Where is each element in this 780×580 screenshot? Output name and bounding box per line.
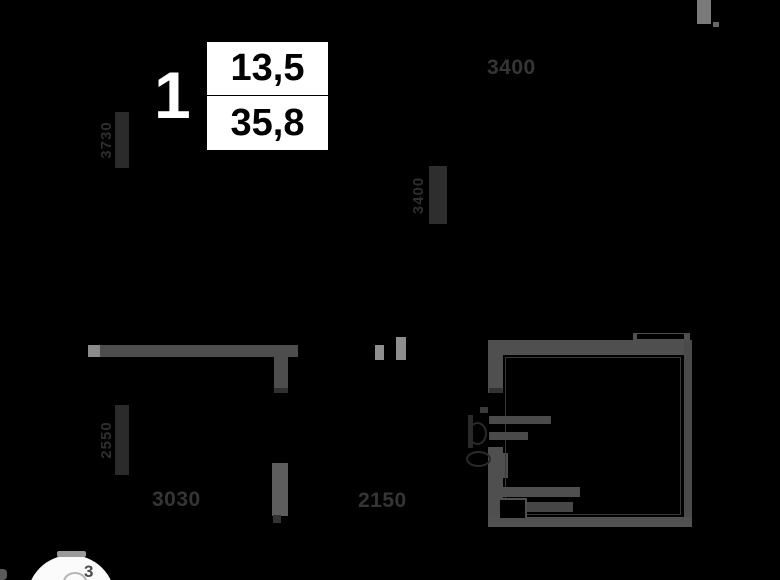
wall-cap-left (88, 345, 100, 357)
room-vent-slit (637, 334, 684, 339)
window-strip-middle (429, 166, 447, 224)
area-living-value: 13,5 (230, 47, 305, 89)
window-strip-left-bottom (115, 405, 129, 475)
room-wall-left-upper (488, 340, 503, 393)
area-total-box: 35,8 (207, 96, 328, 150)
wall-vertical-lower (272, 463, 288, 516)
corner-wall-dot (713, 22, 719, 27)
dimension-top: 3400 (487, 56, 536, 79)
fixture-shelf-bottom (500, 487, 580, 497)
wall-horizontal-left (88, 345, 298, 357)
door-jamb-left (375, 345, 384, 360)
room-wall-left-upper-cap (489, 388, 503, 393)
dimension-middle-vertical: 3400 (410, 176, 427, 215)
apartment-number: 1 (154, 58, 191, 132)
sink-icon (468, 422, 487, 445)
room-wall-bottom (488, 517, 692, 527)
fixture-shower-square (498, 498, 527, 520)
dimension-left-bottom-vertical: 2550 (98, 421, 115, 459)
compass-tab (57, 551, 86, 557)
area-living-box: 13,5 (207, 42, 328, 95)
wall-vertical-upper (274, 357, 288, 393)
dimension-left-top-vertical: 3730 (98, 121, 115, 159)
wall-vertical-lower-foot (273, 515, 281, 523)
fixture-bar-bottom (527, 502, 573, 512)
dimension-bottom-right: 2150 (358, 489, 407, 512)
fixture-counter-short (489, 432, 528, 440)
toilet-icon (466, 451, 491, 467)
dimension-bottom-left: 3030 (152, 488, 201, 511)
fixture-counter-long (489, 416, 551, 424)
area-total-value: 35,8 (230, 101, 305, 144)
wall-vertical-upper-cap (274, 388, 288, 393)
room-wall-top (488, 340, 692, 355)
fixture-small-mark (480, 407, 488, 413)
compass-label: 3 (84, 562, 94, 580)
door-jamb-right (396, 337, 406, 360)
corner-wall-fragment (697, 0, 711, 24)
edge-fragment (0, 569, 7, 580)
window-strip-left-top (115, 112, 129, 168)
room-wall-right (684, 340, 692, 527)
